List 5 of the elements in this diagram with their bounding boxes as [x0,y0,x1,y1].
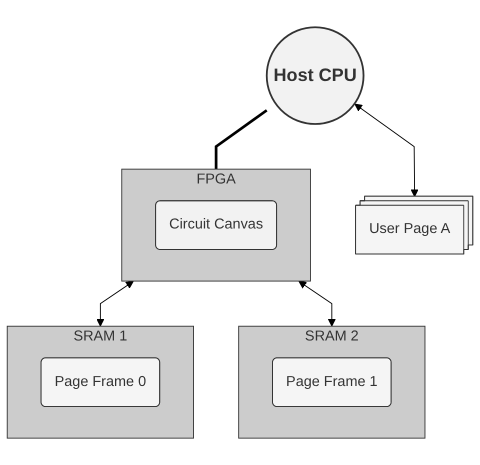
connector [214,109,268,169]
node-circle: Host CPU [266,26,364,125]
arrow [96,280,134,326]
arrow [354,103,419,197]
arrow [298,280,336,326]
